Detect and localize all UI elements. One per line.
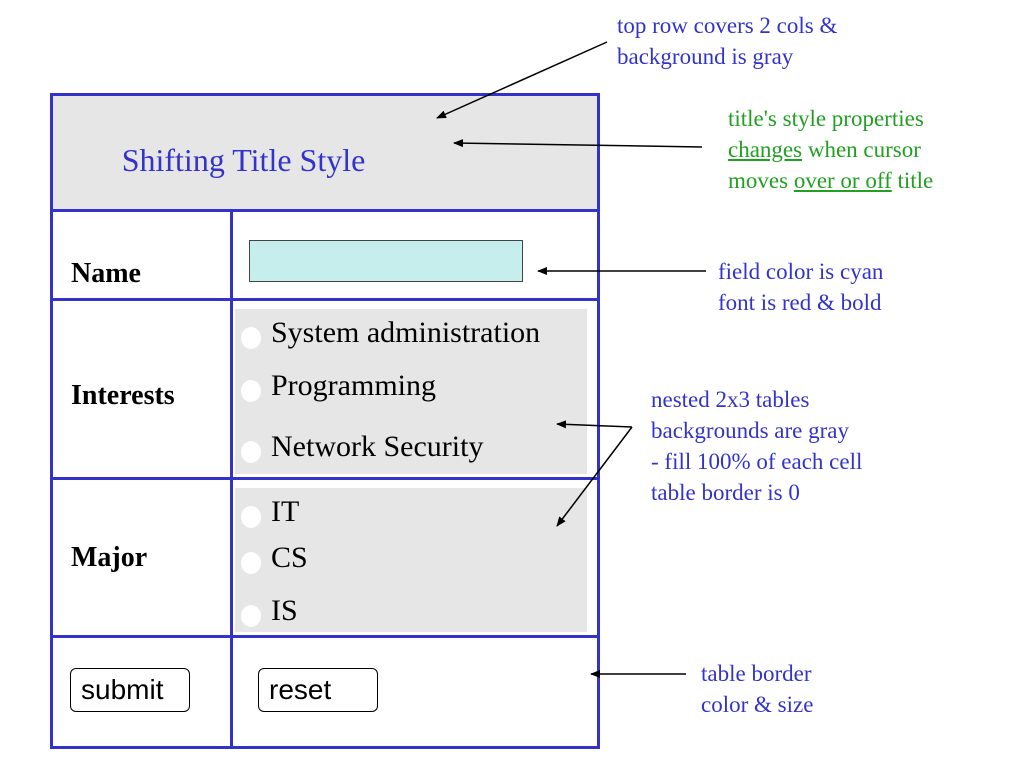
title-style-note-line: title's style properties bbox=[728, 106, 924, 131]
note-text: moves bbox=[728, 168, 794, 193]
nested-tables-note-line: - fill 100% of each cell bbox=[651, 449, 863, 474]
border-note: table border color & size bbox=[701, 658, 813, 720]
note-text: when cursor bbox=[802, 137, 921, 162]
title-style-note-line: moves over or off title bbox=[728, 165, 933, 196]
underlined-phrase: over or off bbox=[793, 168, 892, 193]
column-divider bbox=[230, 209, 233, 746]
major-option-label: CS bbox=[271, 541, 308, 574]
row-divider bbox=[53, 209, 597, 212]
radio-button[interactable] bbox=[241, 380, 261, 402]
row-divider bbox=[53, 635, 597, 638]
interest-option-label: System administration bbox=[271, 316, 541, 349]
field-note: field color is cyan font is red & bold bbox=[718, 256, 883, 318]
nested-tables-note-line: backgrounds are gray bbox=[651, 418, 849, 443]
top-row-note-line: background is gray bbox=[617, 44, 794, 69]
top-row-note: top row covers 2 cols & background is gr… bbox=[617, 10, 837, 72]
interests-label: Interests bbox=[71, 380, 175, 411]
border-note-line: color & size bbox=[701, 692, 814, 717]
title-cell: Shifting Title Style bbox=[53, 96, 597, 209]
border-note-line: table border bbox=[701, 661, 812, 686]
nested-tables-note-line: nested 2x3 tables bbox=[651, 387, 810, 412]
nested-tables-note: nested 2x3 tables backgrounds are gray -… bbox=[651, 384, 862, 508]
interest-option-label: Programming bbox=[271, 369, 436, 402]
radio-button[interactable] bbox=[241, 441, 261, 463]
name-field[interactable] bbox=[249, 240, 523, 282]
row-divider bbox=[53, 477, 597, 480]
major-label: Major bbox=[71, 542, 148, 573]
radio-button[interactable] bbox=[241, 506, 261, 528]
note-text: title bbox=[891, 168, 934, 193]
name-label: Name bbox=[71, 258, 141, 289]
form-title: Shifting Title Style bbox=[121, 142, 366, 178]
field-note-line: font is red & bold bbox=[718, 290, 882, 315]
title-style-note-line: changes when cursor bbox=[728, 134, 933, 165]
major-option-label: IS bbox=[271, 594, 298, 627]
radio-button[interactable] bbox=[241, 327, 261, 349]
major-option-label: IT bbox=[271, 495, 300, 528]
top-row-note-line: top row covers 2 cols & bbox=[617, 13, 838, 38]
form-table: Shifting Title Style Name Interests Majo… bbox=[50, 93, 600, 749]
nested-tables-note-line: table border is 0 bbox=[651, 480, 800, 505]
row-divider bbox=[53, 298, 597, 301]
underlined-word: changes bbox=[728, 137, 803, 162]
major-nested-table: IT CS IS bbox=[235, 488, 587, 632]
radio-button[interactable] bbox=[241, 552, 261, 574]
field-note-line: field color is cyan bbox=[718, 259, 884, 284]
submit-button[interactable]: submit bbox=[70, 668, 190, 712]
interest-option-label: Network Security bbox=[271, 430, 484, 463]
reset-button[interactable]: reset bbox=[258, 668, 378, 712]
interests-nested-table: System administration Programming Networ… bbox=[235, 309, 587, 474]
title-style-note: title's style properties changes when cu… bbox=[728, 103, 933, 196]
radio-button[interactable] bbox=[241, 605, 261, 627]
